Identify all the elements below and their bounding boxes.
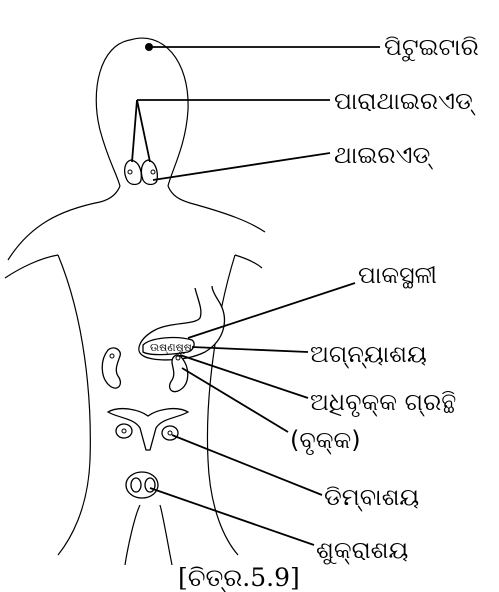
label-pituitary: ପିଟୁଇଟାରି xyxy=(384,33,479,61)
ovary-organ xyxy=(108,409,188,450)
svg-text:ଉଷ୍ଣଷୁଷ: ଉଷ୍ଣଷୁଷ xyxy=(150,341,192,355)
label-thyroid: ଥାଇରଏଡ୍ xyxy=(334,141,433,170)
label-adrenal: ଅଧିବୃକ୍‌କ ଗ୍ରନ୍ଥି xyxy=(310,388,456,417)
thyroid-gland xyxy=(125,160,158,185)
adrenal-pointer xyxy=(180,355,308,398)
head-outline xyxy=(8,38,265,260)
label-testis: ଶୁକ୍ରାଶୟ xyxy=(316,536,408,565)
figure-caption: [ଚିତ୍ର.5.9] xyxy=(178,563,300,592)
label-kidney: (ବୃକ୍‌କ) xyxy=(290,426,361,455)
testis-pointer xyxy=(150,488,314,545)
thyroid-pointer xyxy=(153,153,330,180)
label-parathyroid: ପାରାଥାଇରଏଡ୍ xyxy=(334,87,476,116)
label-stomach: ପାକସ୍ଥଳୀ xyxy=(358,261,437,289)
label-ovary: ଡିମ୍ବାଶୟ xyxy=(324,483,419,512)
testis-organ xyxy=(126,472,158,498)
parathyroid-pointers xyxy=(132,100,330,162)
kidney-pointer xyxy=(182,368,288,432)
right-kidney xyxy=(170,355,188,392)
label-pancreas: ଅଗ୍ନ୍ୟାଶୟ xyxy=(310,340,427,369)
pancreas-organ: ଉଷ୍ଣଷୁଷ xyxy=(143,338,194,355)
left-kidney xyxy=(102,348,120,388)
